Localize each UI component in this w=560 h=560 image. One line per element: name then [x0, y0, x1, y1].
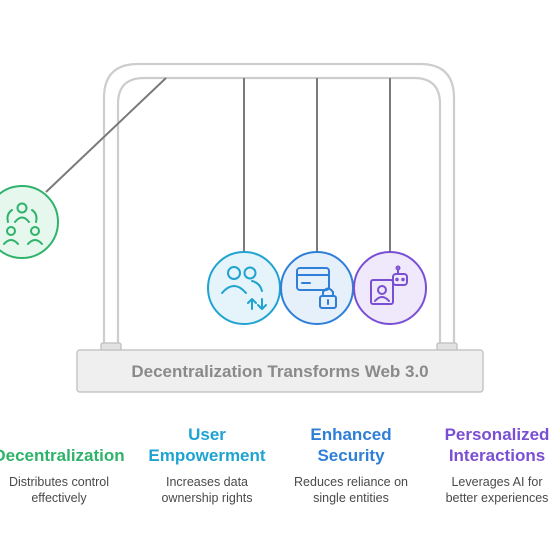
people-network-icon [3, 202, 43, 245]
ball-personalized-interactions [353, 251, 427, 325]
item-user-empowerment: User Empowerment Increases data ownershi… [132, 424, 282, 506]
string-decentralization [45, 77, 167, 193]
user-exchange-icon [221, 266, 267, 310]
item-enhanced-security: Enhanced Security Reduces reliance on si… [276, 424, 426, 506]
cradle-frame-outer [102, 62, 456, 346]
newtons-cradle-diagram: Decentralization Transforms Web 3.0 [0, 62, 484, 393]
item-description: Reduces reliance on single entities [294, 475, 408, 505]
item-title: Personalized Interactions [444, 425, 550, 465]
card-lock-icon [296, 267, 337, 309]
item-description: Distributes control effectively [8, 475, 110, 505]
item-decentralization: Decentralization Distributes control eff… [0, 424, 134, 506]
item-title: User Empowerment [148, 425, 266, 465]
cradle-frame-inner [116, 76, 442, 346]
item-description: Increases data ownership rights [161, 475, 253, 505]
item-title: Decentralization [0, 446, 125, 465]
item-description: Leverages AI for better experiences [445, 475, 549, 505]
ball-enhanced-security [280, 251, 354, 325]
ball-decentralization [0, 185, 59, 259]
item-title: Enhanced Security [310, 425, 392, 465]
robot-user-icon [370, 265, 408, 305]
ball-user-empowerment [207, 251, 281, 325]
cradle-base [76, 349, 484, 393]
base-label: Decentralization Transforms Web 3.0 [131, 362, 428, 381]
item-personalized-interactions: Personalized Interactions Leverages AI f… [422, 424, 560, 506]
